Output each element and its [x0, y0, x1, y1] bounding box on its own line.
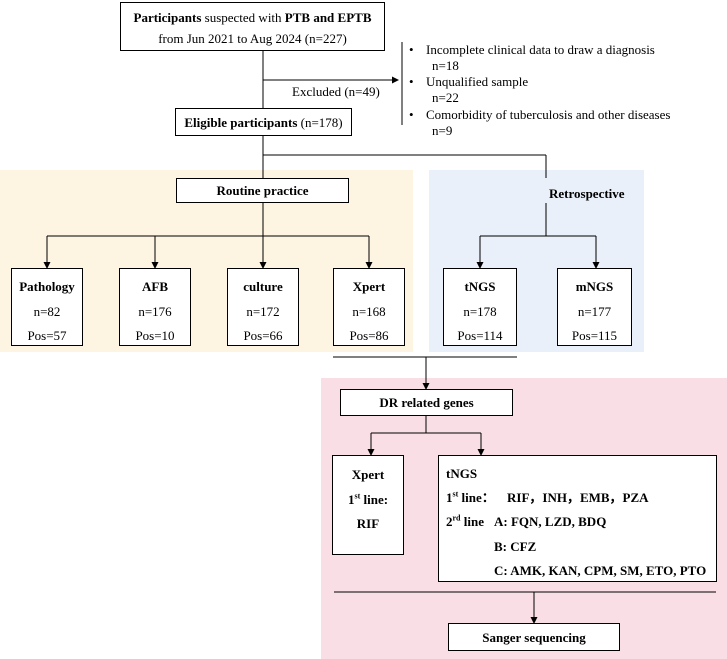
tngs-box: tNGS n=178 Pos=114 [443, 268, 517, 346]
excluded-item-title: Comorbidity of tuberculosis and other di… [426, 107, 671, 122]
culture-box: culture n=172 Pos=66 [227, 268, 299, 346]
test-pos: Pos=86 [349, 328, 389, 343]
participants-label: Participants [133, 10, 202, 25]
xpert-first-line: 1st line: [333, 492, 403, 508]
participants-box: Participants suspected with PTB and EPTB… [120, 2, 385, 51]
participants-line2: from Jun 2021 to Aug 2024 (n=227) [158, 31, 347, 46]
test-n: n=176 [138, 304, 172, 319]
tngs-second-line-c: C: AMK, KAN, CPM, SM, ETO, PTO [494, 563, 707, 578]
dr-genes-box: DR related genes [340, 389, 513, 416]
xpert-line-suffix: line: [360, 492, 389, 507]
tngs-first-line-label: 1st line： [446, 490, 495, 506]
participants-mid: suspected with [201, 10, 285, 25]
test-name: Xpert [352, 279, 386, 294]
excluded-bullet: • [409, 42, 414, 57]
tngs-first-line-drugs: RIF，INH，EMB，PZA [507, 490, 649, 505]
test-n: n=177 [577, 304, 612, 319]
test-name: Pathology [19, 279, 75, 294]
routine-practice-box: Routine practice [176, 178, 349, 203]
excluded-item-n: n=18 [432, 58, 459, 73]
xpert-box: Xpert n=168 Pos=86 [333, 268, 405, 346]
routine-practice-title: Routine practice [216, 183, 309, 198]
eligible-count: (n=178) [297, 115, 343, 130]
dr-genes-title: DR related genes [379, 395, 474, 410]
afb-box: AFB n=176 Pos=10 [119, 268, 191, 346]
participants-line1: Participants suspected with PTB and EPTB [121, 10, 384, 26]
test-n: n=168 [352, 304, 386, 319]
first-line-sup: st [452, 489, 459, 499]
excluded-bullet: • [409, 74, 414, 89]
xpert-line-sup: st [354, 491, 361, 501]
tngs-second-line-a: A: FQN, LZD, BDQ [494, 514, 607, 529]
xpert-drug: RIF [356, 516, 380, 531]
test-n: n=178 [463, 304, 497, 319]
sanger-box: Sanger sequencing [448, 623, 620, 651]
eligible-label: Eligible participants (n=178) [176, 115, 351, 131]
test-n: n=82 [33, 304, 61, 319]
excluded-item-title: Incomplete clinical data to draw a diagn… [426, 42, 655, 57]
pathology-box: Pathology n=82 Pos=57 [11, 268, 83, 346]
test-pos: Pos=10 [135, 328, 175, 343]
test-name: tNGS [464, 279, 496, 294]
first-line-num: 1 [446, 490, 453, 505]
ptb-eptb-label: PTB and EPTB [284, 10, 372, 25]
test-name: AFB [142, 279, 168, 294]
test-pos: Pos=66 [243, 328, 283, 343]
xpert-dr-box: Xpert 1st line: RIF [332, 455, 404, 555]
test-pos: Pos=115 [571, 328, 618, 343]
test-name: culture [243, 279, 283, 294]
test-n: n=172 [246, 304, 280, 319]
mngs-box: mNGS n=177 Pos=115 [557, 268, 632, 346]
tngs-dr-title: tNGS [446, 466, 478, 481]
excluded-item-n: n=9 [432, 123, 453, 138]
second-line-num: 2 [446, 514, 453, 529]
excluded-item-title: Unqualified sample [426, 74, 529, 89]
eligible-title: Eligible participants [184, 115, 298, 130]
tngs-second-line-b: B: CFZ [494, 539, 537, 554]
test-name: mNGS [575, 279, 614, 294]
test-pos: Pos=57 [27, 328, 67, 343]
sanger-title: Sanger sequencing [482, 630, 586, 645]
tngs-second-line-label: 2rd line [446, 514, 484, 530]
second-line-suffix: line [460, 514, 484, 529]
excluded-label: Excluded (n=49) [292, 84, 380, 99]
excluded-bullet: • [409, 107, 414, 122]
xpert-line-num: 1 [347, 492, 355, 507]
retrospective-title: Retrospective [549, 186, 625, 201]
test-pos: Pos=114 [457, 328, 503, 343]
second-line-sup: rd [452, 513, 461, 523]
xpert-dr-title: Xpert [351, 467, 385, 482]
first-line-suffix: line： [458, 490, 495, 505]
tngs-dr-box: tNGS 1st line： RIF，INH，EMB，PZA 2rd line … [438, 455, 717, 582]
eligible-box: Eligible participants (n=178) [175, 108, 352, 136]
excluded-item-n: n=22 [432, 90, 459, 105]
